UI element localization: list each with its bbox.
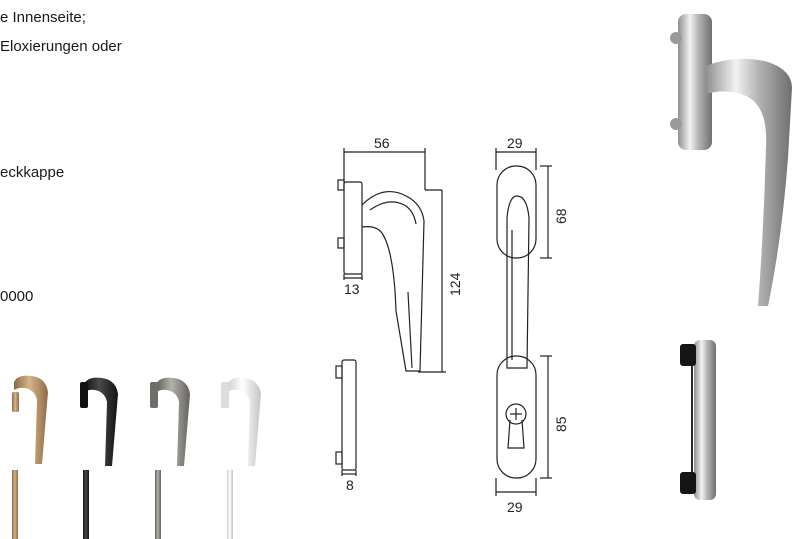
handle-bronze-icon <box>12 375 48 539</box>
description-line-2: Eloxierungen oder <box>0 38 122 55</box>
dim-29-top: 29 <box>507 135 523 151</box>
handle-titanium-icon <box>150 377 190 539</box>
dim-56: 56 <box>374 135 390 151</box>
dim-124: 124 <box>447 272 463 296</box>
cover-plate-photo <box>680 340 716 500</box>
article-number: 0000 <box>0 288 34 305</box>
side-view-drawing <box>335 148 446 476</box>
description-line-1: e Innenseite; <box>0 9 86 26</box>
dim-68: 68 <box>553 208 569 224</box>
dim-29-bottom: 29 <box>507 499 523 515</box>
dim-13: 13 <box>344 281 360 297</box>
description-line-3: eckkappe <box>0 164 65 181</box>
handle-black-icon <box>80 377 118 539</box>
dim-85: 85 <box>553 416 569 432</box>
handle-white-icon <box>221 377 261 539</box>
handle-photo <box>670 14 792 306</box>
front-view-drawing <box>495 148 552 496</box>
dim-8: 8 <box>346 477 354 493</box>
